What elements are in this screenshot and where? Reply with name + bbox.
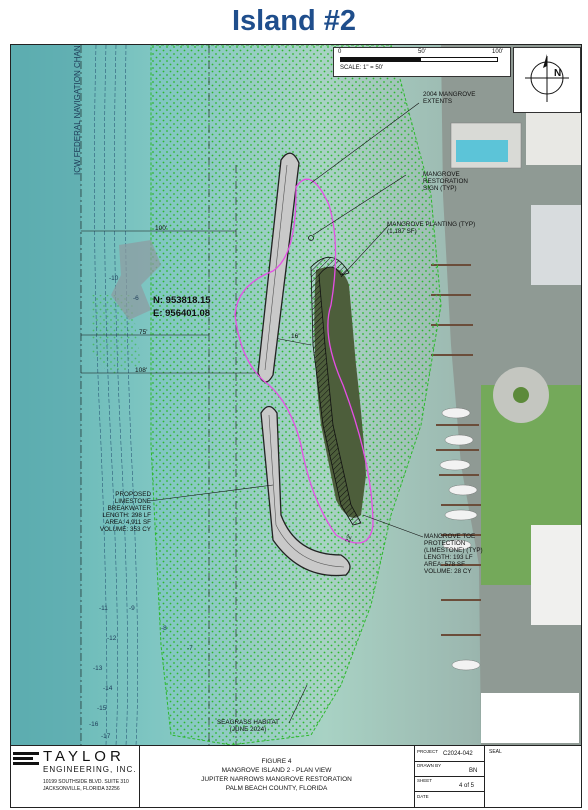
easting-coordinate: E: 956401.08 [153, 308, 211, 319]
contour-label: -13 [93, 665, 103, 672]
divider [414, 791, 484, 792]
company-logo [13, 752, 39, 766]
north-arrow-icon [525, 54, 569, 102]
divider [414, 746, 415, 807]
breakwater-north-center [264, 164, 288, 371]
pool [456, 140, 508, 162]
callout-mangrove-planting: MANGROVE PLANTING (TYP) (1,187 SF) [387, 221, 476, 235]
contour-label: -16 [89, 721, 99, 728]
reference-lines [80, 45, 312, 745]
company-address-2: JACKSONVILLE, FLORIDA 32256 [43, 786, 120, 792]
shoal-area [111, 240, 161, 320]
roundabout-center [513, 387, 529, 403]
north-label: N [554, 68, 562, 79]
callout-mangrove-extents: 2004 MANGROVE EXTENTS [423, 91, 476, 105]
logo-icon [13, 752, 39, 765]
breakwater-south [260, 405, 351, 577]
project-value: C2024-042 [443, 751, 473, 757]
figure-title-1: MANGROVE ISLAND 2 - PLAN VIEW [221, 767, 332, 774]
northing-coordinate: N: 953818.15 [153, 295, 211, 306]
title-block: TAYLOR ENGINEERING, INC. 10199 SOUTHSIDE… [11, 745, 581, 807]
scale-tick: 50' [418, 49, 426, 55]
dimension-75: 75' [139, 329, 148, 336]
scale-bar-white [420, 57, 498, 62]
callout-seagrass: SEAGRASS HABITAT (JUNE 2024) [216, 719, 280, 733]
contour-label: -17 [101, 733, 111, 740]
plan-sheet: ICW FEDERAL NAVIGATION CHANNEL 100' 75' … [10, 44, 582, 808]
page-title: Island #2 [231, 5, 357, 37]
callout-breakwater: PROPOSED LIMESTONE BREAKWATER LENGTH: 29… [99, 491, 151, 533]
contour-label: -7 [187, 645, 193, 652]
drawn-by-value: BN [469, 768, 478, 774]
divider [139, 746, 140, 807]
mangrove-extent-2004 [234, 178, 374, 544]
toe-protection [310, 257, 362, 526]
scale-label: SCALE: 1" = 50' [340, 65, 384, 71]
divider [414, 761, 484, 762]
building [531, 205, 581, 285]
divider [484, 746, 485, 807]
seal-label: SEAL [489, 749, 502, 755]
company-subtitle: ENGINEERING, INC. [43, 765, 137, 774]
leader-lines [148, 102, 424, 724]
dimension-16: 16' [291, 333, 300, 340]
contour-label: -6 [133, 295, 139, 302]
channel-water [11, 45, 81, 745]
sign-marker [308, 235, 314, 241]
contour-label: -10 [109, 275, 119, 282]
sheet-label: SHEET [417, 778, 433, 783]
contour-label: -8 [161, 625, 167, 632]
mangrove-island [314, 267, 366, 518]
building [531, 525, 581, 625]
contour-label: -14 [103, 685, 113, 692]
figure-number: FIGURE 4 [261, 758, 292, 765]
drawn-by-label: DRAWN BY [417, 763, 442, 768]
company-address-1: 10199 SOUTHSIDE BLVD. SUITE 310 [43, 779, 129, 785]
blank-panel [481, 693, 579, 743]
contour-label: -12 [107, 635, 117, 642]
company-name: TAYLOR [43, 748, 125, 765]
dimension-100: 100' [155, 225, 168, 232]
site-plan-drawing [11, 45, 581, 746]
seagrass-habitat-area [150, 45, 442, 746]
channel-label: ICW FEDERAL NAVIGATION CHANNEL [73, 44, 82, 175]
figure-title-2: JUPITER NARROWS MANGROVE RESTORATION [201, 776, 352, 783]
boats [439, 407, 481, 671]
scale-bar: 0 50' 100' SCALE: 1" = 50' [333, 47, 511, 77]
scale-tick: 100' [492, 49, 504, 55]
bathymetry-contours [94, 45, 138, 746]
figure-title-3: PALM BEACH COUNTY, FLORIDA [225, 785, 328, 792]
contour-label: -15 [97, 705, 107, 712]
divider [414, 776, 484, 777]
date-label: DATE [417, 794, 429, 799]
scale-bar-black [340, 57, 420, 62]
contour-label: -11 [99, 605, 108, 612]
dimension-108: 108' [135, 367, 148, 374]
contour-label: -9 [129, 605, 135, 612]
project-label: PROJECT [417, 749, 439, 754]
sheet-value: 4 of 5 [459, 783, 475, 789]
callout-toe-protection: MANGROVE TOE PROTECTION (LIMESTONE) (TYP… [424, 533, 483, 575]
building [526, 105, 581, 165]
breakwater-south-center [268, 414, 345, 568]
callout-restoration-sign: MANGROVE RESTORATION SIGN (TYP) [423, 171, 468, 192]
scale-tick: 0 [338, 49, 342, 55]
north-arrow: N [513, 47, 581, 113]
